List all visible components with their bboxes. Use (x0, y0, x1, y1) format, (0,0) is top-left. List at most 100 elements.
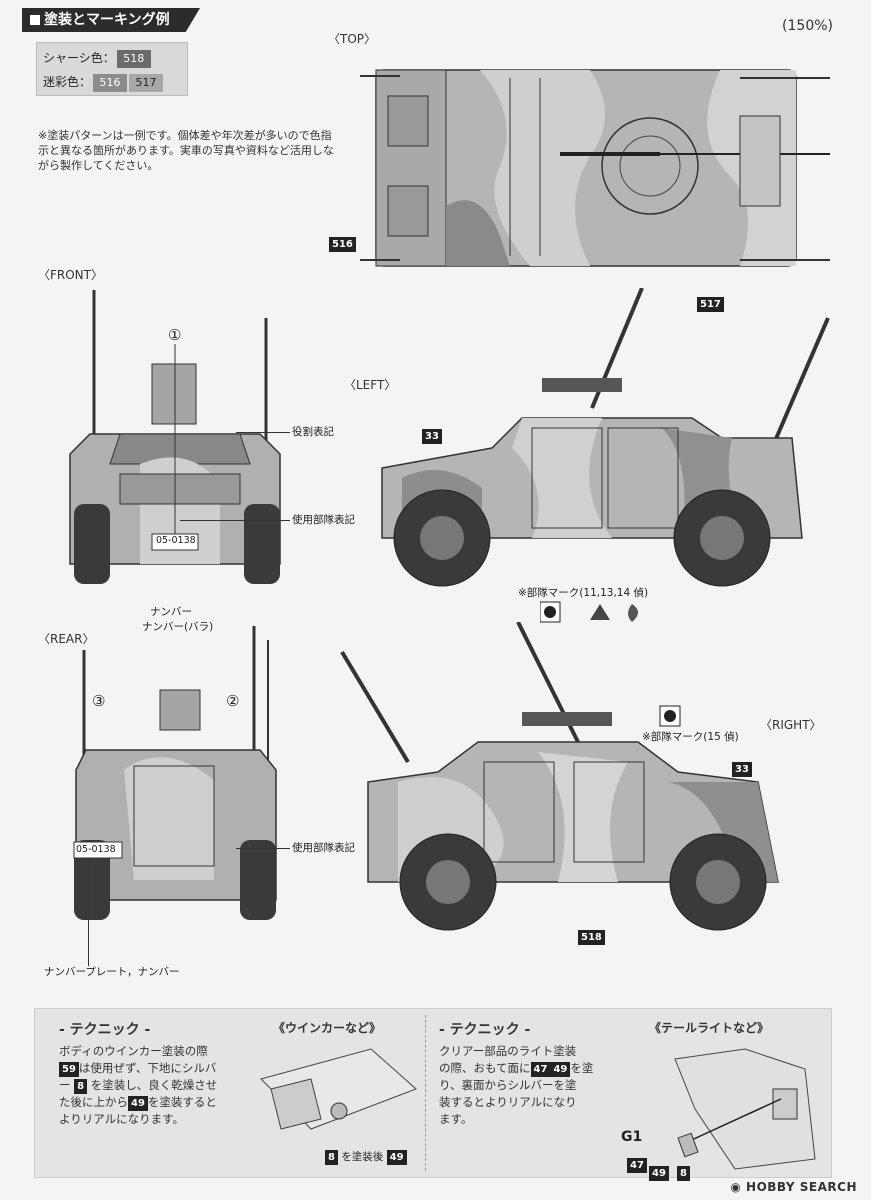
tech2-line2-a: の際、おもて面に (439, 1061, 531, 1075)
tech2-line3: り、裏面からシルバーを塗 (439, 1078, 577, 1092)
tag-49-tail: 49 (649, 1166, 669, 1181)
tag-8: 8 (74, 1079, 88, 1094)
technique-2-subhead: 《テールライトなど》 (649, 1021, 770, 1035)
top-view-drawing (360, 69, 830, 267)
front-role-leader (236, 432, 290, 433)
tag-516: 516 (329, 237, 356, 252)
rear-unit-leader (236, 848, 290, 849)
tag-518: 518 (578, 930, 605, 945)
caption-text: を塗装後 (341, 1151, 384, 1163)
view-label-front: 〈FRONT〉 (38, 268, 103, 282)
logo-icon: ◉ (730, 1180, 747, 1194)
technique-2-heading: - テクニック - (439, 1022, 531, 1038)
rear-plate-leader (88, 860, 89, 966)
right-unit-mark: ※部隊マーク(15 偵) (642, 731, 739, 743)
tail-tag-8: 8 (677, 1161, 690, 1181)
tag-49b: 49 (550, 1062, 571, 1077)
tag-49: 49 (128, 1096, 148, 1111)
tag-33: 33 (422, 429, 442, 444)
right-tag-33: 33 (732, 757, 752, 777)
camo-color-chip-2: 517 (129, 74, 164, 92)
section-title: 塗装とマーキング例 (22, 8, 200, 32)
front-number-loose: ナンバー(バラ) (142, 621, 214, 633)
left-unit-mark: ※部隊マーク(11,13,14 偵) (518, 587, 649, 599)
view-label-top: 〈TOP〉 (328, 32, 377, 46)
tail-light-drawing (674, 1048, 816, 1170)
tail-tag-47: 47 (627, 1153, 647, 1173)
chassis-color-chip: 518 (116, 50, 151, 68)
right-unit-icon (659, 705, 681, 727)
front-view-drawing (69, 290, 281, 584)
tech1-line3-c: を塗装し、良く乾燥させ (90, 1078, 218, 1092)
view-label-right: 〈RIGHT〉 (760, 718, 822, 732)
hobby-search-logo: ◉ HOBBY SEARCH (730, 1180, 857, 1194)
view-label-rear: 〈REAR〉 (38, 632, 95, 646)
tag-47: 47 (530, 1062, 551, 1077)
top-view-tag-516: 516 (329, 232, 356, 252)
camo-color-chip-1: 516 (93, 74, 128, 92)
rear-marker-3: ③ (92, 692, 106, 710)
tail-tag-49: 49 (649, 1161, 669, 1181)
tech1-line4-c: を塗装すると (147, 1095, 217, 1109)
tech1-line3: ー 8 を塗装し、良く乾燥させ (59, 1077, 259, 1094)
view-label-left: 〈LEFT〉 (344, 378, 397, 392)
top-view-tag-517: 517 (697, 292, 724, 312)
front-unit-leader (180, 520, 290, 521)
right-tag-518: 518 (578, 925, 605, 945)
tag-517: 517 (697, 297, 724, 312)
tag-33-right: 33 (732, 762, 752, 777)
turn-signal-drawing (260, 1048, 417, 1130)
tech2-line5: ます。 (439, 1112, 473, 1126)
tag-59: 59 (59, 1062, 79, 1077)
part-g1: G1 (621, 1129, 643, 1145)
dragon-icon (628, 604, 638, 622)
tech2-line4: 装するとよりリアルになり (439, 1095, 577, 1109)
caption-tag-49: 49 (386, 1150, 407, 1165)
rear-unit-marking: 使用部隊表記 (292, 842, 355, 854)
chassis-color-label: シャーシ色： (43, 51, 115, 65)
square-icon (30, 15, 40, 25)
front-role-marking: 役割表記 (292, 426, 334, 438)
panel-divider (425, 1015, 426, 1171)
tech2-line2-d: を塗 (570, 1061, 594, 1075)
rear-view-drawing (73, 626, 277, 920)
left-tag-33: 33 (422, 424, 442, 444)
caption-tag-8: 8 (325, 1150, 338, 1165)
camo-color-label: 迷彩色： (43, 75, 92, 89)
technique-1-heading: - テクニック - (59, 1022, 151, 1038)
front-number: ナンバー (150, 606, 192, 618)
tech1-line1: ボディのウインカー塗装の際 (59, 1044, 208, 1058)
scale-label: (150%) (782, 18, 833, 34)
unit-mark-icons (540, 601, 638, 623)
technique-1-caption: 8 を塗装後 49 (325, 1149, 407, 1165)
tag-8-tail: 8 (677, 1166, 690, 1181)
rear-marker-2: ② (226, 692, 240, 710)
front-plate-text: 05-0138 (156, 535, 196, 546)
insignia-icon (590, 604, 610, 620)
right-view-drawing (340, 622, 779, 931)
tag-47-tail: 47 (627, 1158, 647, 1173)
chassis-color-row: シャーシ色：518 (43, 47, 151, 69)
left-view-drawing (381, 288, 830, 587)
rear-plate-label: ナンバープレート，ナンバー (44, 966, 180, 978)
tech1-line2-text: は使用ぜず、下地にシルバ (78, 1061, 217, 1075)
technique-1-subhead: 《ウインカーなど》 (273, 1021, 382, 1035)
rear-plate-text: 05-0138 (76, 844, 116, 855)
tech2-line1: クリアー部品のライト塗装 (439, 1044, 577, 1058)
section-title-text: 塗装とマーキング例 (44, 12, 170, 28)
painting-note: ※塗装パターンは一例です。個体差や年次差が多いので色指示と異なる箇所があります。… (38, 129, 334, 172)
front-unit-marking: 使用部隊表記 (292, 514, 355, 526)
tech1-line3-a: ー (59, 1078, 71, 1092)
logo-text: HOBBY SEARCH (746, 1180, 857, 1194)
front-marker-1: ① (168, 326, 182, 344)
tech1-line5: よりリアルになります。 (59, 1112, 185, 1126)
tech1-line4-a: た後に上から (59, 1095, 128, 1109)
